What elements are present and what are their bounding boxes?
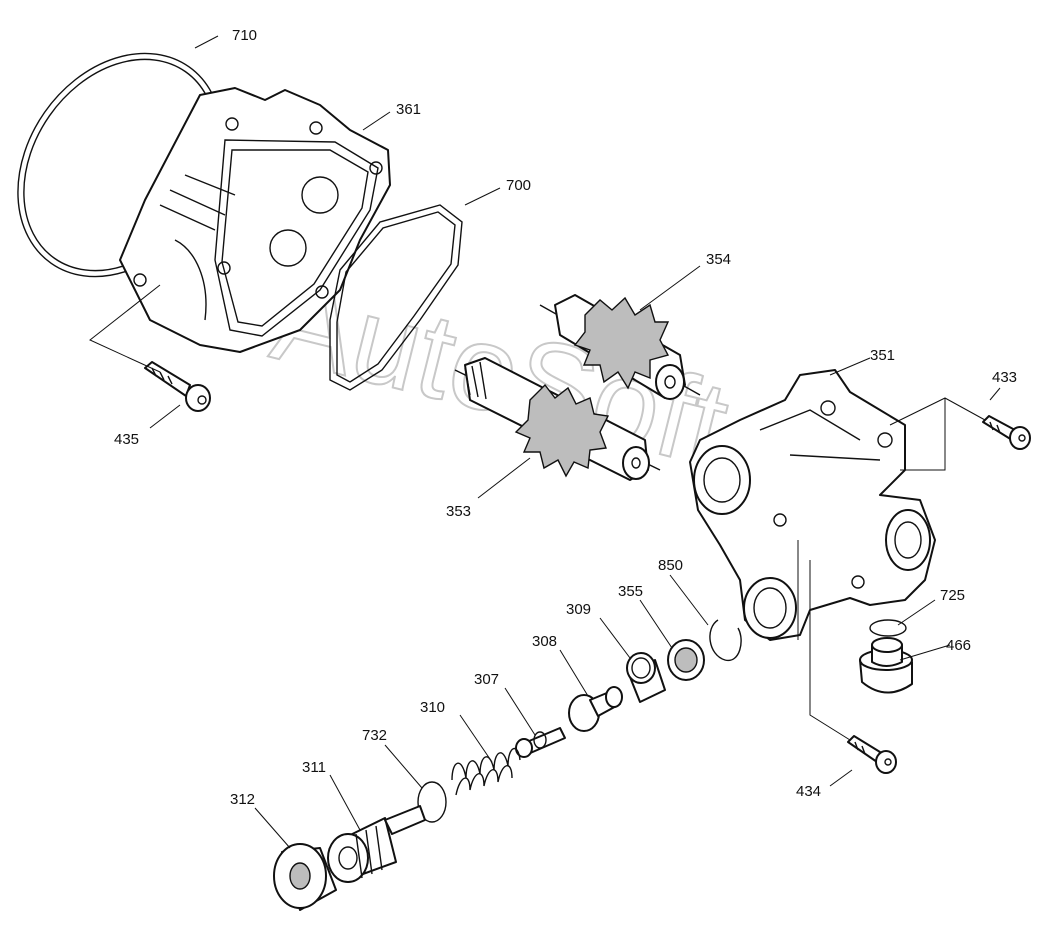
- callout-309: 309: [566, 601, 591, 618]
- part-355-filter: [667, 639, 705, 681]
- part-307-pin: [515, 727, 566, 758]
- callout-850: 850: [658, 557, 683, 574]
- callout-361: 361: [396, 101, 421, 118]
- callout-355: 355: [618, 583, 643, 600]
- callout-710: 710: [232, 27, 257, 44]
- callout-732: 732: [362, 727, 387, 744]
- callout-466: 466: [946, 637, 971, 654]
- part-700-gasket: [329, 204, 463, 391]
- part-353-gear-shaft: [454, 357, 661, 481]
- callout-311: 311: [302, 759, 326, 776]
- alignment-lines: [89, 284, 986, 741]
- part-361-cover: [119, 87, 391, 353]
- part-725-o-ring: [869, 619, 907, 637]
- callout-312: 312: [230, 791, 255, 808]
- part-312-cap: [273, 843, 337, 911]
- part-466-plug: [859, 637, 913, 694]
- callout-310: 310: [420, 699, 445, 716]
- callout-353: 353: [446, 503, 471, 520]
- part-850-snap-ring: [709, 619, 742, 661]
- part-434-bolt: [847, 735, 897, 774]
- part-309-sleeve: [626, 652, 666, 703]
- callout-435: 435: [114, 431, 139, 448]
- part-354-gear-shaft: [539, 294, 701, 400]
- part-433-bolt: [982, 415, 1031, 450]
- part-310-spring: [451, 748, 521, 796]
- part-732-o-ring: [417, 781, 447, 823]
- callout-307: 307: [474, 671, 499, 688]
- part-308-valve: [568, 686, 623, 732]
- callout-434: 434: [796, 783, 821, 800]
- callout-433: 433: [992, 369, 1017, 386]
- leader-lines: [149, 35, 1001, 849]
- callout-725: 725: [940, 587, 965, 604]
- callout-700: 700: [506, 177, 531, 194]
- callout-labels: 710 361 700 354 351 433 435 353 850 355 …: [114, 27, 1017, 808]
- callout-351: 351: [870, 347, 895, 364]
- part-351-pump-body: [689, 369, 936, 641]
- part-311-valve-seat: [327, 805, 426, 883]
- callout-354: 354: [706, 251, 731, 268]
- callout-308: 308: [532, 633, 557, 650]
